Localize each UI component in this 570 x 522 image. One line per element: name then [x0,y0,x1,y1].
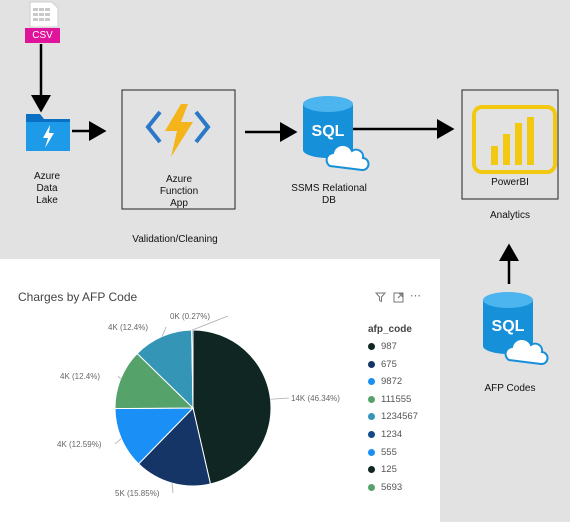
legend-label: 675 [381,358,397,370]
legend-label: 9872 [381,376,403,388]
data-lake-label-line1: Azure [33,171,61,182]
data-label-1234: 0K (0.27%) [170,312,210,321]
legend-swatch [368,343,375,350]
data-lake-label: Azure Data Lake [20,171,74,207]
legend-item-1234567[interactable]: 1234567 [368,411,418,422]
legend-swatch [368,466,375,474]
powerbi-box [461,89,559,200]
legend-title: afp_code [368,324,412,335]
legend-label: 1234 [381,429,403,440]
sql-icon-text: SQL [311,123,345,140]
legend-swatch [368,483,375,491]
legend-label: 5693 [381,481,403,493]
legend-item-111555[interactable]: 111555 [368,394,411,405]
pie-slice-1234567[interactable] [136,329,194,410]
legend-item-5693[interactable]: 5693 [368,482,402,493]
powerbi-label: PowerBI [491,177,529,188]
legend-item-9872[interactable]: 9872 [368,376,402,387]
data-label-1234567: 4K (12.4%) [108,323,148,332]
powerbi-icon [472,105,557,174]
data-label-111555: 4K (12.4%) [60,372,100,381]
pie-chart: 14K (46.34%) 5K (15.85%) 4K (12.59%) 4K (12… [57,312,340,498]
sql-db-label-line2: DB [322,195,336,206]
leader-line-987 [270,397,290,400]
expand-icon[interactable] [393,292,404,303]
leader-line-111555 [117,375,121,380]
data-label-675: 5K (15.85%) [115,489,160,498]
legend-item-987[interactable]: 987 [368,341,397,352]
function-app-label-line2: Function [159,186,199,197]
function-app-label-line1: Azure [165,174,193,185]
legend-swatch [368,360,375,368]
sql-database-icon [303,96,370,171]
legend-swatch [368,448,375,456]
legend-label: 111555 [381,393,412,405]
pie-slice-987[interactable] [192,329,272,485]
afp-sql-database-icon [483,292,549,365]
legend-item-555[interactable]: 555 [368,447,397,458]
pie-slice-675[interactable] [137,406,212,487]
pie-slice-9872[interactable] [114,407,195,465]
legend-swatch [368,395,375,403]
data-lake-label-line3: Lake [36,195,58,206]
csv-label: CSV [32,30,53,41]
validation-label: Validation/Cleaning [132,234,218,245]
chart-title: Charges by AFP Code [18,290,138,304]
afp-sql-icon-text: SQL [491,318,525,335]
data-lake-label-line2: Data [36,183,58,194]
function-app-label-line3: App [170,198,188,209]
pie-slice-111555[interactable] [114,352,195,410]
data-label-987: 14K (46.34%) [291,394,340,403]
legend-item-125[interactable]: 125 [368,464,397,475]
legend-label: 555 [381,446,397,458]
legend-label: 125 [381,464,397,476]
legend-item-1234[interactable]: 1234 [368,429,402,440]
legend-swatch [368,378,375,386]
function-app-box [121,89,236,210]
leader-line-1234567 [161,326,167,337]
legend-item-675[interactable]: 675 [368,359,397,370]
leader-line-9872 [114,438,122,445]
data-label-9872: 4K (12.59%) [57,440,102,449]
legend-swatch [368,431,375,438]
analytics-label: Analytics [489,210,530,221]
legend-swatch [368,413,375,421]
legend-label: 1234567 [381,411,418,423]
leader-line-675 [171,483,174,494]
afp-codes-label: AFP Codes [484,383,536,394]
data-lake-folder-icon [26,114,70,151]
function-app-label: Azure Function App [140,174,218,210]
sql-db-label-line1: SSMS Relational [291,183,367,194]
leader-line-1234 [192,315,229,331]
azure-function-icon [145,104,211,157]
sql-db-label: SSMS Relational DB [280,183,378,207]
filter-icon[interactable] [375,292,386,303]
csv-file-icon [25,1,60,43]
legend-label: 987 [381,341,397,352]
more-options-icon[interactable]: ⋯ [410,290,421,302]
